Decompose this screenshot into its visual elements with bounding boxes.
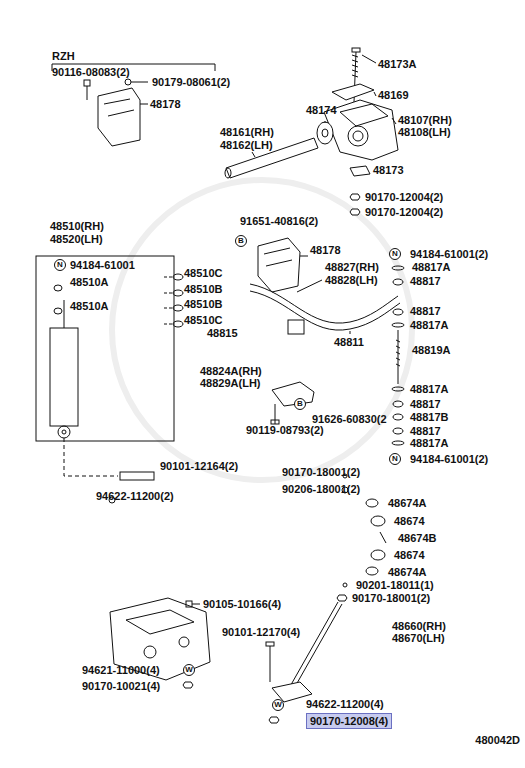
callout-number: 48178 bbox=[150, 98, 181, 110]
symbol-letter: B bbox=[238, 236, 244, 245]
highlighted-part-number: 90170-12008(4) bbox=[306, 713, 392, 729]
callout-number: 94184-61001 bbox=[70, 259, 135, 271]
symbol-letter: B bbox=[297, 399, 303, 408]
callout-number: 48811 bbox=[334, 336, 364, 348]
callout-number: 48674 bbox=[394, 515, 425, 527]
callout-number: 48161(RH) bbox=[220, 126, 274, 138]
callout-number: 48169 bbox=[378, 89, 409, 101]
callout-number: 90101-12164(2) bbox=[160, 460, 238, 472]
callout-number: 90116-08083(2) bbox=[52, 66, 130, 78]
callout-number: 480042D bbox=[475, 734, 520, 746]
circled-symbol: W bbox=[183, 664, 195, 676]
callout-number: 90201-18011(1) bbox=[356, 579, 434, 591]
callout-number: 48819A bbox=[412, 344, 451, 356]
symbol-letter: W bbox=[274, 700, 282, 709]
callout-number: 48173 bbox=[373, 164, 404, 176]
callout-number: 48674B bbox=[398, 532, 437, 544]
callout-number: 94184-61001(2) bbox=[410, 248, 488, 260]
callout-number: 94184-61001(2) bbox=[410, 453, 488, 465]
callout-number: 48660(RH) bbox=[392, 620, 446, 632]
callout-number: 48510A bbox=[70, 276, 109, 288]
callout-number: 48510C bbox=[184, 314, 223, 326]
callout-number: 48173A bbox=[378, 58, 417, 70]
callout-number: 48670(LH) bbox=[392, 632, 445, 644]
callout-number: 48107(RH) bbox=[398, 114, 452, 126]
callout-number: 48817 bbox=[410, 305, 441, 317]
callout-number: RZH bbox=[52, 50, 75, 62]
callout-number: 48817A bbox=[410, 437, 449, 449]
callout-number: 90170-12004(2) bbox=[365, 191, 443, 203]
callout-number: 48817A bbox=[410, 383, 449, 395]
callout-number: 48828(LH) bbox=[325, 274, 378, 286]
symbol-letter: N bbox=[57, 260, 63, 269]
callout-number: 48510B bbox=[184, 298, 223, 310]
callout-number: 48817A bbox=[412, 261, 451, 273]
callout-number: 48817B bbox=[410, 411, 449, 423]
callout-number: 48827(RH) bbox=[325, 261, 379, 273]
callout-number: 48510B bbox=[184, 283, 223, 295]
callout-number: 48108(LH) bbox=[398, 126, 451, 138]
callout-number: 90170-10021(4) bbox=[82, 680, 160, 692]
callout-number: 48162(LH) bbox=[220, 139, 273, 151]
callout-number: 90179-08061(2) bbox=[152, 76, 230, 88]
callout-number: 48510A bbox=[70, 300, 109, 312]
callout-number: 48817 bbox=[410, 398, 441, 410]
circled-symbol: N bbox=[54, 259, 66, 271]
callout-number: 90170-18001(2) bbox=[282, 466, 360, 478]
callout-number: 94621-11000(4) bbox=[82, 664, 160, 676]
symbol-letter: W bbox=[185, 665, 193, 674]
circled-symbol: B bbox=[235, 235, 247, 247]
symbol-letter: N bbox=[392, 249, 398, 258]
callout-number: 90170-18001(2) bbox=[352, 592, 430, 604]
callout-number: 48815 bbox=[207, 327, 238, 339]
callout-number: 90119-08793(2) bbox=[246, 424, 324, 436]
callout-number: 94622-11200(4) bbox=[306, 698, 384, 710]
circled-symbol: B bbox=[294, 398, 306, 410]
callout-number: 48510(RH) bbox=[50, 220, 104, 232]
callout-number: 48174 bbox=[306, 104, 337, 116]
callout-number: 48510C bbox=[184, 267, 223, 279]
callout-number: 48829A(LH) bbox=[200, 377, 261, 389]
part-number: 90170-12008(4) bbox=[310, 715, 388, 727]
symbol-letter: N bbox=[392, 454, 398, 463]
callout-number: 48817A bbox=[410, 319, 449, 331]
circled-symbol: N bbox=[389, 453, 401, 465]
callout-number: 48520(LH) bbox=[50, 233, 103, 245]
callout-number: 48178 bbox=[310, 244, 341, 256]
callout-number: 48817 bbox=[410, 425, 441, 437]
callout-number: 48674A bbox=[388, 497, 427, 509]
callout-number: 90101-12170(4) bbox=[222, 626, 300, 638]
callout-number: 48674A bbox=[388, 566, 427, 578]
callout-number: 90170-12004(2) bbox=[365, 206, 443, 218]
callout-number: 48817 bbox=[410, 275, 441, 287]
circled-symbol: N bbox=[389, 248, 401, 260]
callout-number: 91626-60830(2 bbox=[312, 413, 387, 425]
callout-number: 48674 bbox=[394, 549, 425, 561]
callout-number: 90105-10166(4) bbox=[203, 598, 281, 610]
circled-symbol: W bbox=[272, 699, 284, 711]
callout-number: 90206-18001(2) bbox=[282, 483, 360, 495]
callout-number: 48824A(RH) bbox=[200, 365, 262, 377]
callout-number: 94622-11200(2) bbox=[96, 490, 174, 502]
callout-number: 91651-40816(2) bbox=[240, 215, 318, 227]
